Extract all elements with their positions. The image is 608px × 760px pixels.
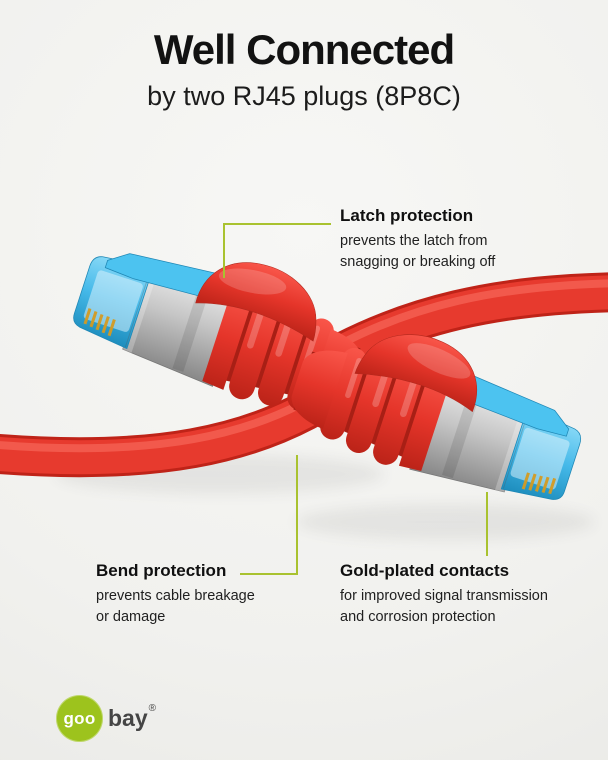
callout-latch-heading: Latch protection [340,206,474,225]
right-connector-shadow [295,504,595,540]
callout-bend-body: prevents cable breakage or damage [96,588,255,625]
callout-gold-contacts: Gold-plated contacts for improved signal… [340,561,580,627]
callout-line-latch [223,223,331,278]
callout-latch-protection: Latch protection prevents the latch from… [340,206,580,272]
logo-goo-text: goo [63,708,96,728]
header: Well Connected by two RJ45 plugs (8P8C) [0,0,608,112]
page-title: Well Connected [153,26,455,73]
callout-gold-body: for improved signal transmission and cor… [340,588,548,625]
logo-bay-text: bay [108,705,148,731]
callout-bend-protection: Bend protection prevents cable breakage … [96,561,296,627]
callout-line-bend [240,455,298,575]
logo-green-circle: goo [56,695,103,742]
page-subtitle: by two RJ45 plugs (8P8C) [147,81,461,111]
registered-mark: ® [148,703,157,714]
brand-logo: goo bay ® [56,695,156,742]
callout-bend-heading: Bend protection [96,561,227,580]
callout-gold-heading: Gold-plated contacts [340,561,510,580]
callout-latch-body: prevents the latch from snagging or brea… [340,233,496,270]
